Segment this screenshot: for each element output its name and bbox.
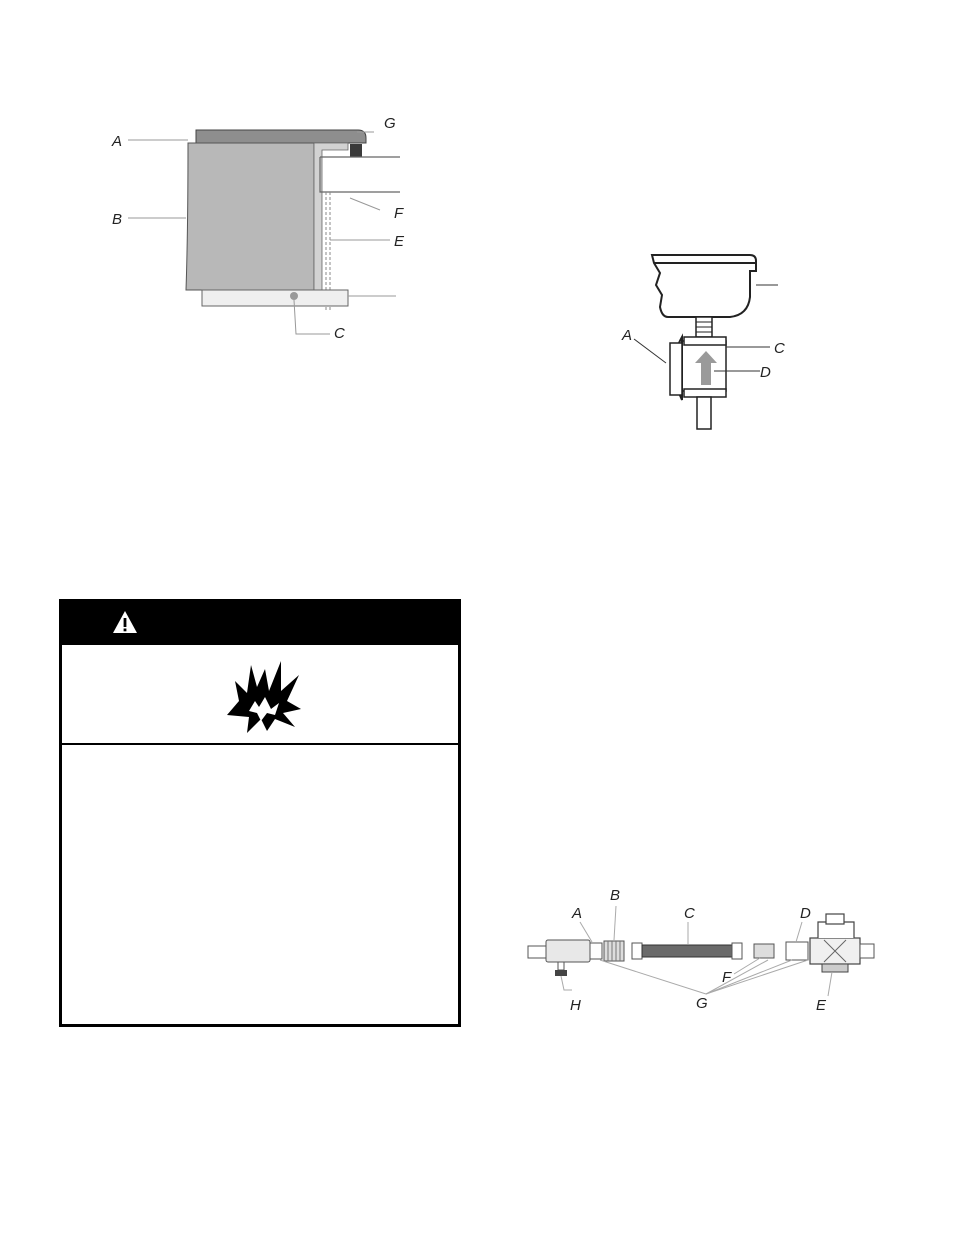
- label-g: G: [696, 995, 708, 1012]
- label-e: E: [394, 233, 405, 250]
- warning-box: [59, 599, 461, 1027]
- label-d: D: [760, 364, 771, 381]
- label-f: F: [722, 969, 732, 986]
- warning-symbol-band: [62, 645, 458, 745]
- warning-body: [62, 745, 458, 1024]
- label-a: A: [111, 133, 122, 150]
- label-c: C: [774, 340, 785, 357]
- label-f: F: [394, 205, 404, 222]
- label-c: C: [684, 905, 695, 922]
- label-e: E: [816, 997, 827, 1014]
- cooktop-installation-figure: A B C E F G: [111, 115, 405, 342]
- warning-triangle-icon: [113, 611, 137, 633]
- label-b: B: [610, 887, 620, 904]
- label-c: C: [334, 325, 345, 342]
- label-d: D: [800, 905, 811, 922]
- explosion-icon: [227, 661, 301, 733]
- label-b: B: [112, 211, 122, 228]
- label-a: A: [571, 905, 582, 922]
- label-h: H: [570, 997, 581, 1014]
- warning-header: [62, 602, 458, 645]
- label-g: G: [384, 115, 396, 132]
- label-a: A: [621, 327, 632, 344]
- gas-connection-figure: A B C D E F G H: [527, 887, 875, 1014]
- regulator-figure: A C D: [621, 254, 785, 430]
